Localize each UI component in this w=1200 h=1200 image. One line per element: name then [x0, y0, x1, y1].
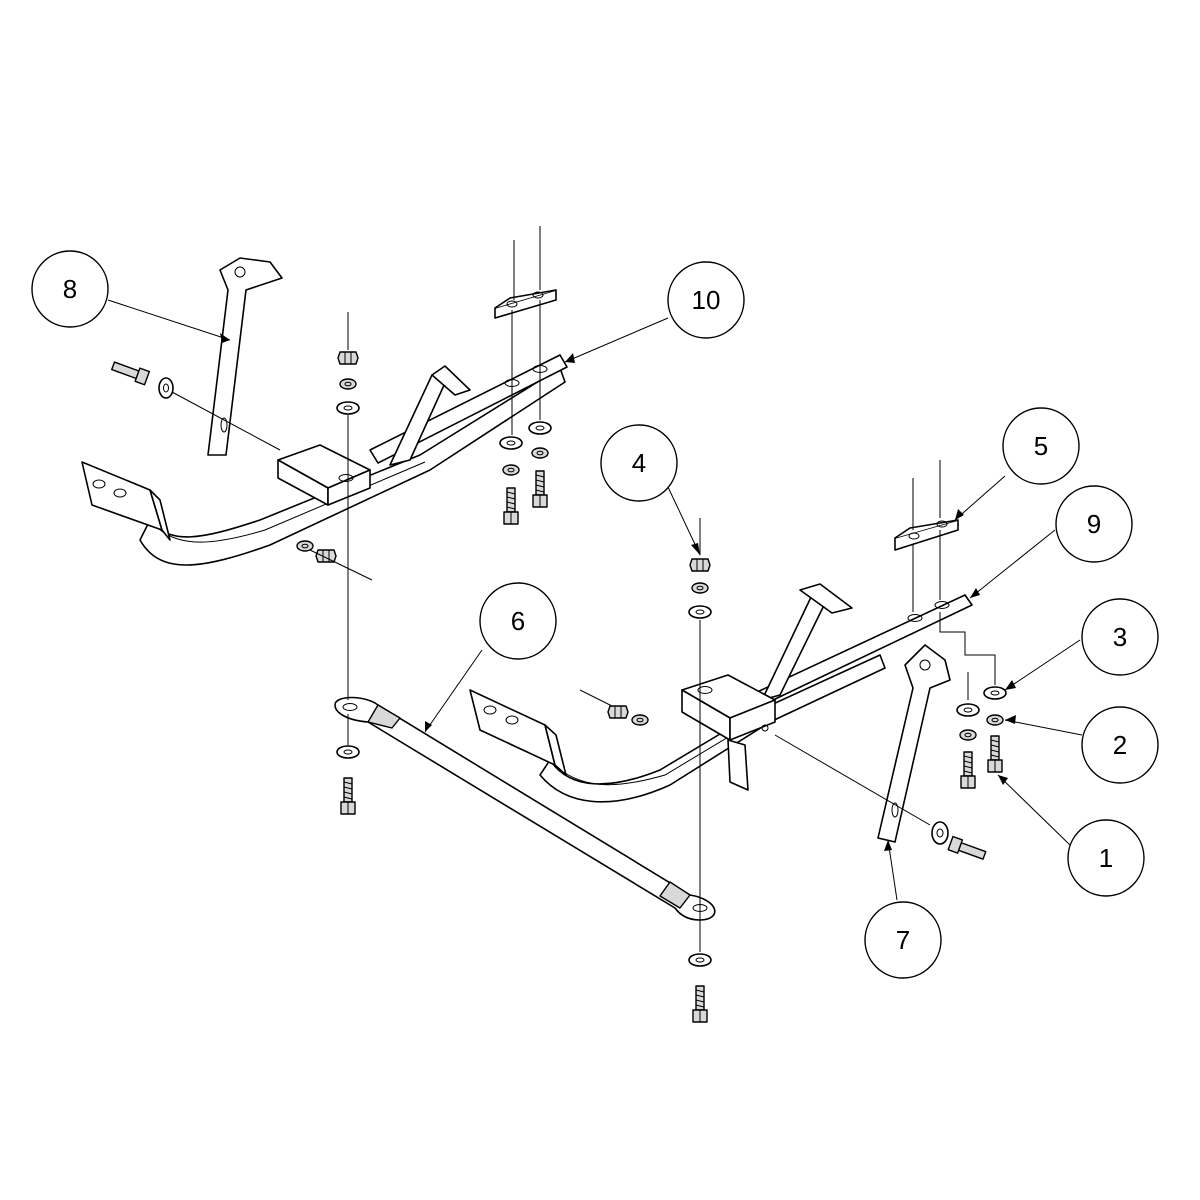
upper-hardware-stack-bolts: [499, 421, 552, 525]
callout-9: 9: [1055, 485, 1133, 563]
centerlines: [171, 226, 996, 952]
callout-7: 7: [864, 901, 942, 979]
callout-6: 6: [479, 582, 557, 660]
upper-side-bolt: [111, 361, 174, 399]
callout-3: 3: [1081, 598, 1159, 676]
upper-hardware-stack-left: [336, 351, 360, 415]
tie-rod-left-hardware: [336, 745, 360, 815]
lower-right-hardware: [956, 686, 1007, 789]
callout-3-label: 3: [1113, 622, 1127, 652]
callout-1-label: 1: [1099, 843, 1113, 873]
callout-5-label: 5: [1034, 431, 1048, 461]
upper-crossmember-assembly: [81, 354, 568, 566]
callout-7-label: 7: [896, 925, 910, 955]
callout-8-label: 8: [63, 274, 77, 304]
upper-side-nuts: [296, 540, 337, 563]
callout-2-label: 2: [1113, 730, 1127, 760]
callout-1: 1: [1067, 819, 1145, 897]
tie-rod-right-hardware: [688, 953, 712, 1023]
support-bracket-7: [877, 644, 951, 843]
callout-2: 2: [1081, 706, 1159, 784]
callout-6-label: 6: [511, 606, 525, 636]
upper-clamp-plate: [494, 289, 557, 319]
callout-4-label: 4: [632, 448, 646, 478]
lower-side-nuts: [607, 705, 649, 726]
leader-lines: [107, 299, 1083, 901]
callout-4: 4: [600, 424, 678, 502]
hardware-stack-4: [688, 558, 712, 619]
lower-crossmember-assembly: [469, 583, 973, 803]
callout-5: 5: [1002, 407, 1080, 485]
support-bracket-8: [207, 257, 283, 456]
leader-arrowheads: [220, 333, 1016, 851]
callout-8: 8: [31, 250, 109, 328]
lower-side-bolt: [931, 821, 987, 860]
clamp-plate-5: [894, 519, 959, 551]
callout-10: 10: [667, 261, 745, 339]
callout-9-label: 9: [1087, 509, 1101, 539]
callout-10-label: 10: [692, 285, 721, 315]
